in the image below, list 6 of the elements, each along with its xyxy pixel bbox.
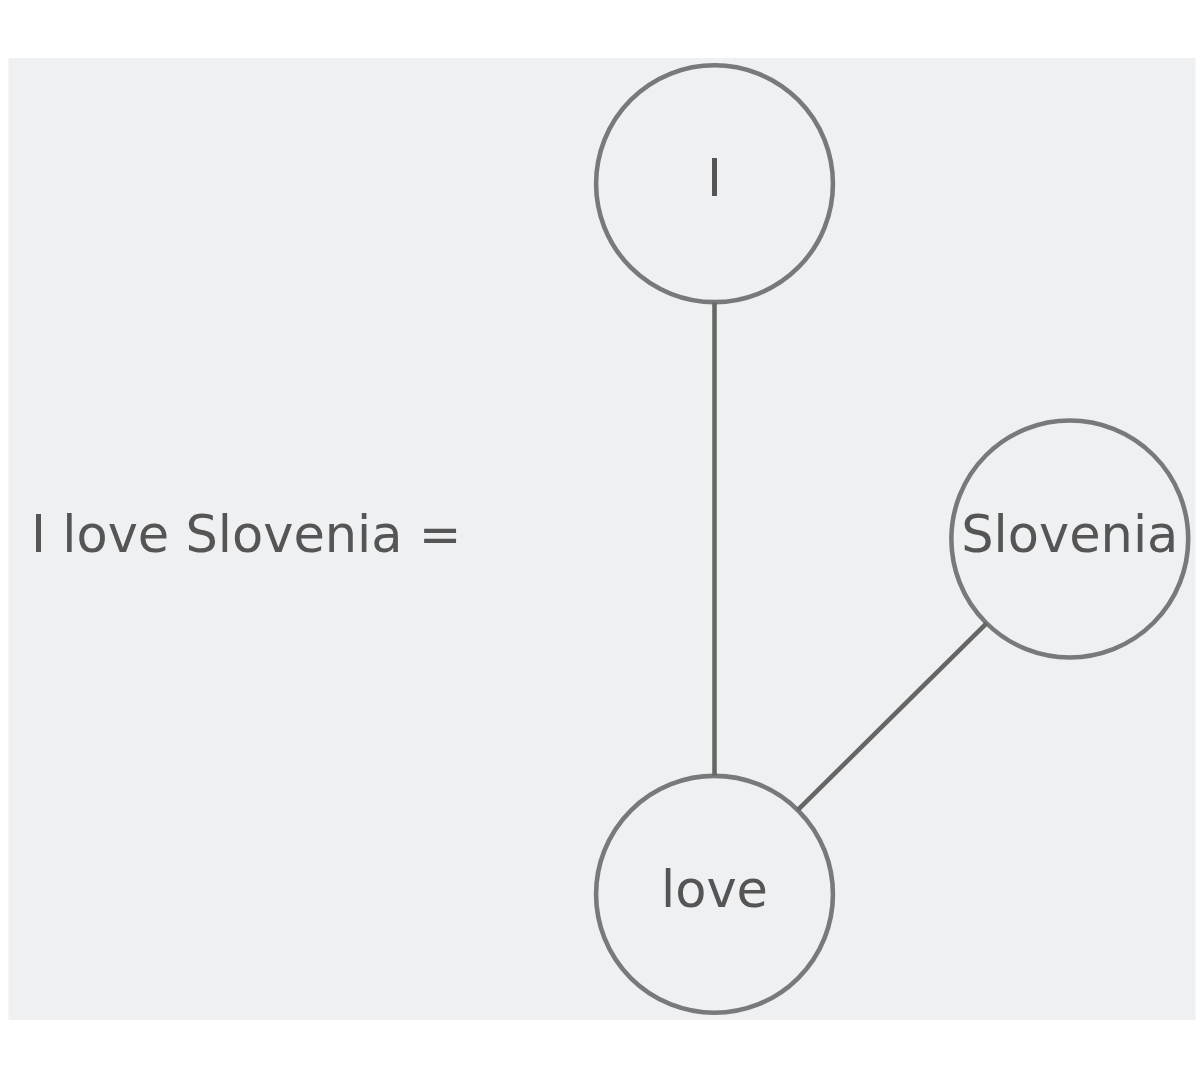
node-circle: Slovenia — [949, 418, 1191, 660]
node-circle: I — [593, 63, 836, 305]
label: I love Slovenia = — [31, 504, 462, 564]
node-circle: love — [593, 773, 836, 1015]
connector — [712, 302, 717, 776]
connector — [796, 621, 989, 812]
